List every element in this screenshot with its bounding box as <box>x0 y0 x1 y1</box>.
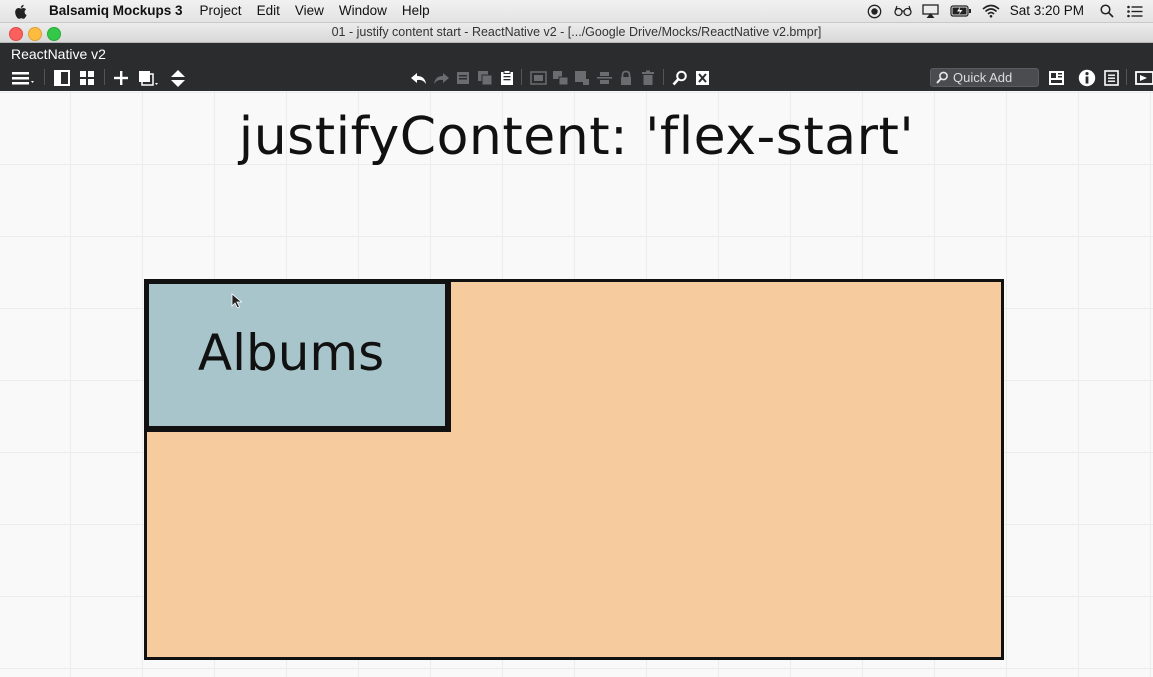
battery-icon[interactable] <box>950 3 972 19</box>
wifi-icon[interactable] <box>982 3 1000 19</box>
search-icon <box>936 71 949 84</box>
menu-app-name[interactable]: Balsamiq Mockups 3 <box>49 3 183 18</box>
align-icon[interactable] <box>595 69 613 87</box>
mockup-canvas[interactable]: justifyContent: 'flex-start' Albums <box>0 91 1153 677</box>
duplicate-menu-icon[interactable] <box>138 69 162 87</box>
paste-icon[interactable] <box>498 69 516 87</box>
menu-edit[interactable]: Edit <box>256 3 280 18</box>
find-icon[interactable] <box>671 69 689 87</box>
ui-library-icon[interactable] <box>1047 69 1065 87</box>
menu-clock[interactable]: Sat 3:20 PM <box>1009 3 1084 18</box>
lock-icon[interactable] <box>617 69 635 87</box>
undo-icon[interactable] <box>410 69 428 87</box>
window-zoom-button[interactable] <box>47 27 61 41</box>
albums-rectangle[interactable]: Albums <box>146 281 451 432</box>
toolbar-separator <box>521 69 522 85</box>
mockup-title-label[interactable]: justifyContent: 'flex-start' <box>238 107 915 167</box>
window-title: 01 - justify content start - ReactNative… <box>331 25 822 39</box>
record-icon[interactable] <box>866 3 884 19</box>
navigator-panel-icon[interactable] <box>53 69 71 87</box>
menu-window[interactable]: Window <box>338 3 387 18</box>
albums-label: Albums <box>197 324 385 382</box>
toolbar-separator <box>44 69 45 85</box>
trash-icon[interactable] <box>639 69 657 87</box>
main-menu-icon[interactable] <box>11 69 37 87</box>
window-title-bar: 01 - justify content start - ReactNative… <box>0 23 1153 43</box>
copy-icon[interactable] <box>476 69 494 87</box>
toolbar-separator <box>663 69 664 85</box>
spotlight-search-icon[interactable] <box>1098 3 1116 19</box>
apple-menu-icon[interactable] <box>14 4 27 19</box>
menu-bar: Balsamiq Mockups 3 Project Edit View Win… <box>0 0 1153 23</box>
quick-add-field[interactable] <box>930 68 1039 87</box>
glasses-icon[interactable] <box>894 3 912 19</box>
sort-arrows-icon[interactable] <box>169 68 187 88</box>
window-close-button[interactable] <box>9 27 23 41</box>
redo-icon[interactable] <box>432 69 450 87</box>
presentation-mode-icon[interactable] <box>1134 69 1153 87</box>
notification-list-icon[interactable] <box>1126 3 1144 19</box>
grid-view-icon[interactable] <box>78 69 96 87</box>
ungroup-icon[interactable] <box>551 69 569 87</box>
airplay-icon[interactable] <box>922 3 940 19</box>
project-name: ReactNative v2 <box>11 46 106 62</box>
group-icon[interactable] <box>529 69 547 87</box>
notes-icon[interactable] <box>1102 69 1120 87</box>
quick-add-input[interactable] <box>953 70 1038 85</box>
info-icon[interactable] <box>1077 68 1097 88</box>
arrange-icon[interactable] <box>573 69 591 87</box>
clear-selection-icon[interactable] <box>693 69 711 87</box>
add-icon[interactable] <box>112 69 130 87</box>
cut-icon[interactable] <box>454 69 472 87</box>
mouse-cursor-icon <box>231 293 243 314</box>
window-minimize-button[interactable] <box>28 27 42 41</box>
toolbar-separator <box>1126 69 1127 85</box>
toolbar-separator <box>104 69 105 85</box>
menu-help[interactable]: Help <box>401 3 430 18</box>
menu-project[interactable]: Project <box>199 3 242 18</box>
menu-view[interactable]: View <box>294 3 324 18</box>
app-toolbar: ReactNative v2 <box>0 43 1153 91</box>
